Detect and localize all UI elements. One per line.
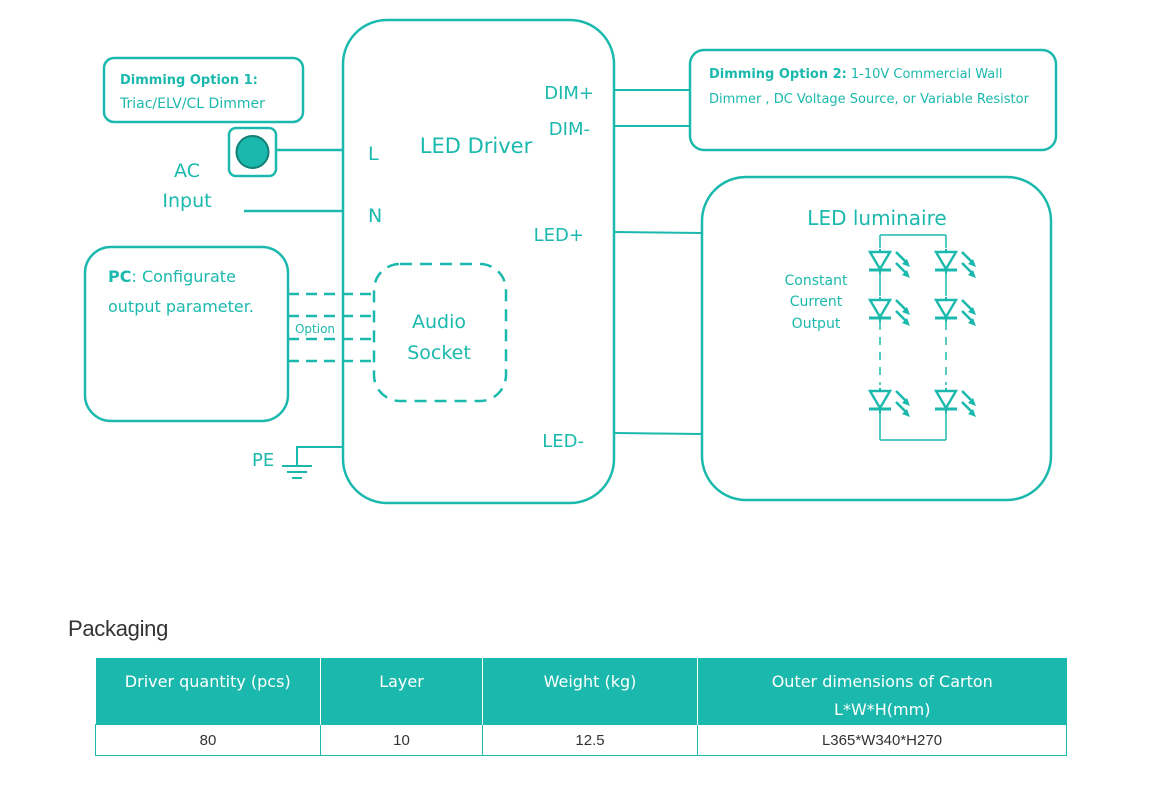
pe-label: PE — [252, 450, 274, 471]
ac-input-label-1: AC — [174, 160, 200, 182]
pc-line1: PC: Configurate — [108, 267, 236, 286]
terminal-led-plus: LED+ — [534, 225, 584, 246]
led-icon — [933, 386, 978, 419]
cell-layer: 10 — [320, 724, 483, 756]
constant-current-3: Output — [792, 316, 841, 332]
terminal-dim-plus: DIM+ — [544, 83, 594, 104]
pe-wire — [296, 446, 343, 466]
option-label-bg — [291, 319, 339, 337]
led-icon — [867, 247, 912, 280]
table-row: 80 10 12.5 L365*W340*H270 — [95, 724, 1067, 756]
cell-outer-dimensions: L365*W340*H270 — [697, 724, 1067, 756]
option-label: Option — [295, 322, 335, 336]
led-icon — [933, 295, 978, 328]
header-outer-dimensions-line1: Outer dimensions of Carton — [771, 672, 993, 691]
packaging-header-row: Driver quantity (pcs) Layer Weight (kg) … — [95, 658, 1067, 725]
audio-socket-label-2: Socket — [407, 342, 471, 364]
terminal-led-minus: LED- — [542, 431, 584, 452]
led-driver-title: LED Driver — [420, 134, 533, 158]
dimming-option-1-title: Dimming Option 1: — [120, 73, 258, 88]
dimming-option-2-box — [688, 48, 1058, 152]
dimmer-knob-frame[interactable] — [227, 126, 278, 178]
audio-socket-label-1: Audio — [412, 311, 466, 333]
header-driver-quantity: Driver quantity (pcs) — [95, 658, 321, 725]
dimming-option-1-box — [102, 56, 305, 124]
cell-weight: 12.5 — [482, 724, 698, 756]
led-minus-wire — [613, 432, 703, 435]
terminal-l: L — [368, 143, 379, 165]
led-driver-box — [341, 18, 616, 505]
dimming-option-2-line1: Dimming Option 2:1-10V Commercial Wall — [709, 67, 1003, 82]
terminal-dim-minus: DIM- — [549, 119, 590, 140]
dimmer-knob-icon[interactable] — [235, 135, 270, 169]
packaging-title: Packaging — [68, 616, 169, 641]
header-weight: Weight (kg) — [482, 658, 698, 725]
led-icon — [933, 247, 978, 280]
led-icon — [867, 295, 912, 328]
dimming-option-1-subtitle: Triac/ELV/CL Dimmer — [119, 96, 265, 112]
terminal-n: N — [368, 205, 382, 227]
cell-driver-quantity: 80 — [95, 724, 321, 756]
constant-current-1: Constant — [785, 273, 848, 289]
led-plus-wire — [613, 231, 703, 234]
pc-line2: output parameter. — [108, 297, 254, 316]
led-icon — [867, 386, 912, 419]
constant-current-2: Current — [790, 294, 843, 310]
wiring-diagram: Dimming Option 1: Triac/ELV/CL Dimmer AC… — [83, 18, 1058, 505]
ac-input-label-2: Input — [162, 190, 211, 212]
dimming-option-2-line2: Dimmer , DC Voltage Source, or Variable … — [709, 92, 1030, 107]
header-outer-dimensions-line2: L*W*H(mm) — [834, 700, 931, 719]
audio-socket-box[interactable] — [372, 262, 508, 403]
pc-box — [83, 245, 290, 423]
packaging-table: Driver quantity (pcs) Layer Weight (kg) … — [95, 658, 1067, 756]
led-luminaire-title: LED luminaire — [807, 206, 946, 230]
led-luminaire-box — [700, 175, 1053, 502]
header-layer: Layer — [320, 658, 483, 725]
